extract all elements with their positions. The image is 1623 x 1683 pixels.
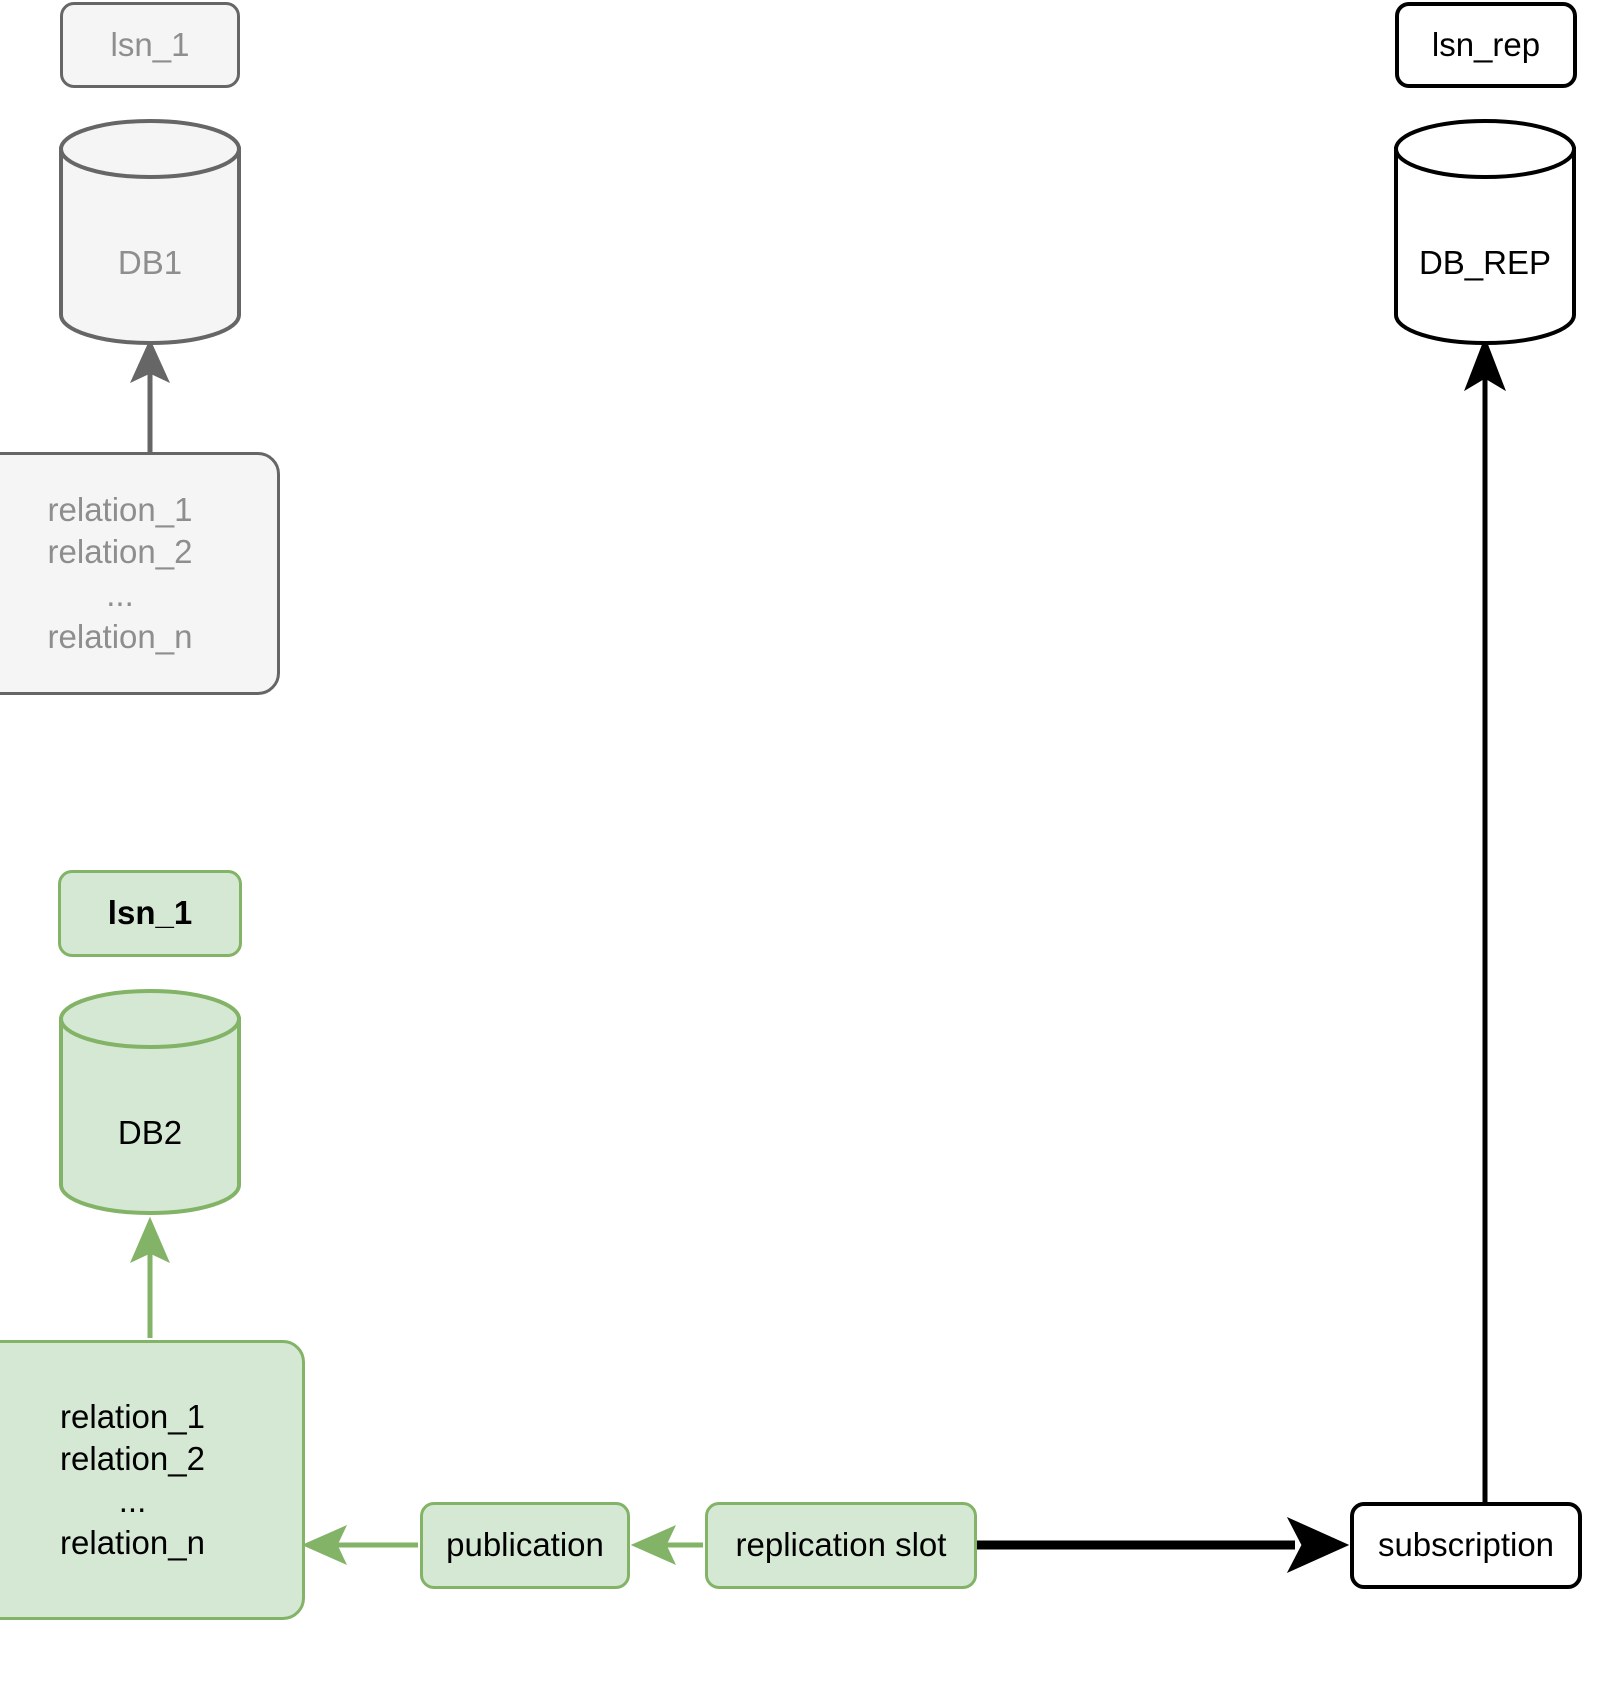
publication-box[interactable]: publication	[420, 1502, 630, 1589]
db-rep-cylinder[interactable]: DB_REP	[1393, 118, 1577, 346]
relations-inactive-box[interactable]: relation_1 relation_2 ... relation_n	[0, 452, 280, 695]
db-rep-label: DB_REP	[1418, 244, 1552, 281]
lsn-1-active-label: lsn_1	[107, 894, 193, 932]
edge-publication-to-relations-active	[301, 1524, 418, 1566]
edge-replication-slot-to-publication	[630, 1524, 703, 1566]
db2-cylinder[interactable]: DB2	[58, 988, 242, 1216]
replication-slot-label: replication slot	[735, 1526, 947, 1564]
relations-active-box[interactable]: relation_1 relation_2 ... relation_n	[0, 1340, 305, 1620]
lsn-rep-label: lsn_rep	[1431, 25, 1541, 63]
relations-inactive-label: relation_1 relation_2 ... relation_n	[47, 491, 193, 655]
subscription-box[interactable]: subscription	[1350, 1502, 1582, 1589]
publication-label: publication	[446, 1526, 604, 1564]
edge-relations-inactive-to-db1	[129, 338, 171, 452]
db1-cylinder[interactable]: DB1	[58, 118, 242, 346]
lsn-1-active-box[interactable]: lsn_1	[58, 870, 242, 957]
relations-active-label: relation_1 relation_2 ... relation_n	[60, 1397, 205, 1562]
lsn-rep-box[interactable]: lsn_rep	[1395, 2, 1577, 88]
lsn-1-inactive-label: lsn_1	[110, 25, 190, 63]
lsn-1-inactive-box[interactable]: lsn_1	[60, 2, 240, 88]
db2-label: DB2	[117, 1114, 183, 1151]
edge-replication-slot-to-subscription	[977, 1516, 1350, 1574]
db1-label: DB1	[117, 244, 183, 281]
subscription-label: subscription	[1377, 1526, 1555, 1564]
edge-relations-active-to-db2	[130, 1216, 170, 1338]
replication-slot-box[interactable]: replication slot	[705, 1502, 977, 1589]
edge-subscription-to-db-rep	[1464, 336, 1506, 1502]
